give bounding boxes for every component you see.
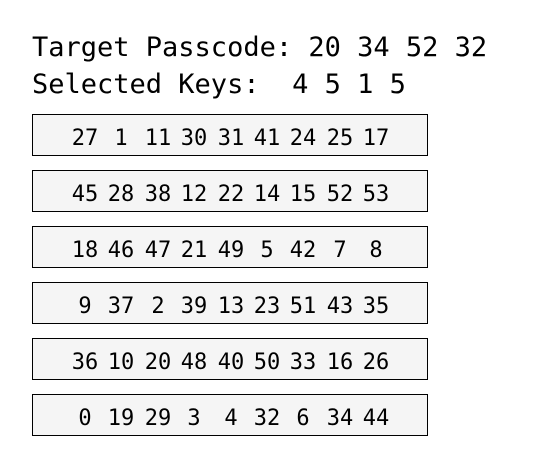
selected-keys-label: Selected Keys: [32,69,260,100]
key-button[interactable]: 14 [253,182,281,207]
key-button[interactable]: 20 [144,350,172,375]
key-button[interactable]: 26 [362,350,390,375]
key-button[interactable]: 12 [180,182,208,207]
key-button[interactable]: 16 [326,350,354,375]
key-button[interactable]: 7 [333,238,347,263]
key-button[interactable]: 25 [326,126,354,151]
key-button[interactable]: 33 [289,350,317,375]
selected-keys-value: 4 5 1 5 [292,69,406,100]
key-button[interactable]: 42 [289,238,317,263]
key-button[interactable]: 0 [78,406,92,431]
key-button[interactable]: 19 [107,406,135,431]
key-button[interactable]: 30 [180,126,208,151]
key-button[interactable]: 49 [217,238,245,263]
key-button[interactable]: 46 [107,238,135,263]
key-button[interactable]: 43 [326,294,354,319]
key-row-4: 9 37 2 39 13 23 51 43 35 [32,282,428,324]
key-button[interactable]: 18 [71,238,99,263]
key-button[interactable]: 5 [260,238,274,263]
key-button[interactable]: 51 [289,294,317,319]
key-button[interactable]: 44 [362,406,390,431]
key-button[interactable]: 6 [296,406,310,431]
key-button[interactable]: 17 [362,126,390,151]
target-passcode-value: 20 34 52 32 [308,32,488,63]
key-button[interactable]: 29 [144,406,172,431]
target-passcode-label: Target Passcode: [32,32,293,63]
key-button[interactable]: 8 [369,238,383,263]
key-button[interactable]: 9 [78,294,92,319]
key-button[interactable]: 41 [253,126,281,151]
selected-keys-line: Selected Keys: 4 5 1 5 [32,69,406,101]
key-button[interactable]: 35 [362,294,390,319]
key-button[interactable]: 2 [151,294,165,319]
key-button[interactable]: 32 [253,406,281,431]
key-button[interactable]: 28 [107,182,135,207]
key-button[interactable]: 31 [217,126,245,151]
target-passcode-line: Target Passcode: 20 34 52 32 [32,32,487,64]
key-button[interactable]: 22 [217,182,245,207]
key-button[interactable]: 38 [144,182,172,207]
key-button[interactable]: 40 [217,350,245,375]
key-button[interactable]: 4 [224,406,238,431]
key-button[interactable]: 36 [71,350,99,375]
key-button[interactable]: 45 [71,182,99,207]
key-button[interactable]: 3 [187,406,201,431]
key-button[interactable]: 52 [326,182,354,207]
key-button[interactable]: 11 [144,126,172,151]
key-row-2: 45 28 38 12 22 14 15 52 53 [32,170,428,212]
key-button[interactable]: 34 [326,406,354,431]
key-button[interactable]: 27 [71,126,99,151]
key-row-5: 36 10 20 48 40 50 33 16 26 [32,338,428,380]
key-button[interactable]: 53 [362,182,390,207]
key-button[interactable]: 23 [253,294,281,319]
key-button[interactable]: 21 [180,238,208,263]
key-button[interactable]: 39 [180,294,208,319]
key-button[interactable]: 24 [289,126,317,151]
key-button[interactable]: 48 [180,350,208,375]
key-button[interactable]: 50 [253,350,281,375]
key-button[interactable]: 10 [107,350,135,375]
key-button[interactable]: 47 [144,238,172,263]
key-button[interactable]: 1 [114,126,128,151]
key-button[interactable]: 15 [289,182,317,207]
key-button[interactable]: 37 [107,294,135,319]
key-button[interactable]: 13 [217,294,245,319]
